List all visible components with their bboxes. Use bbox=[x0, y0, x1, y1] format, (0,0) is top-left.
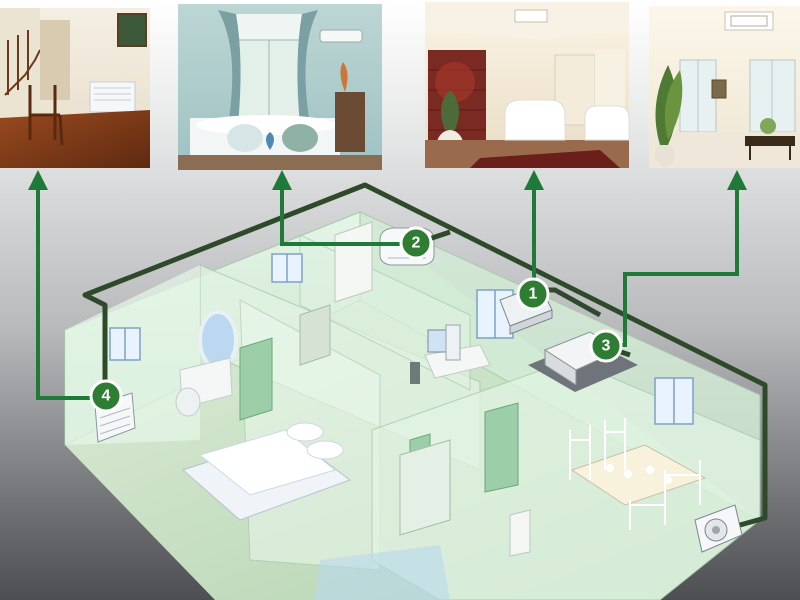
bed-illustration bbox=[182, 422, 352, 521]
house-cutaway bbox=[64, 211, 761, 600]
unit-number-4: 4 bbox=[102, 388, 111, 405]
wooden-chair-illustration bbox=[28, 85, 64, 146]
window bbox=[109, 253, 694, 425]
unit-number-1: 1 bbox=[529, 286, 538, 303]
unit-badge-1: 1 bbox=[516, 277, 550, 311]
unit-number-2: 2 bbox=[412, 235, 421, 252]
unit-badge-2: 2 bbox=[399, 226, 433, 260]
unit-badge-4: 4 bbox=[89, 379, 123, 413]
unit-number-3: 3 bbox=[602, 338, 611, 355]
door bbox=[239, 337, 519, 493]
hallway-floor-console-photo bbox=[0, 8, 150, 168]
lounge-ceiling-concealed-photo bbox=[425, 2, 630, 168]
dining-ceiling-cassette-photo bbox=[649, 6, 800, 168]
unit-badge-3: 3 bbox=[589, 329, 623, 363]
outdoor-unit bbox=[694, 504, 743, 553]
dining-table-illustration bbox=[569, 418, 707, 530]
living-room-wall-mounted-photo bbox=[178, 4, 382, 170]
staircase-illustration bbox=[4, 30, 41, 96]
